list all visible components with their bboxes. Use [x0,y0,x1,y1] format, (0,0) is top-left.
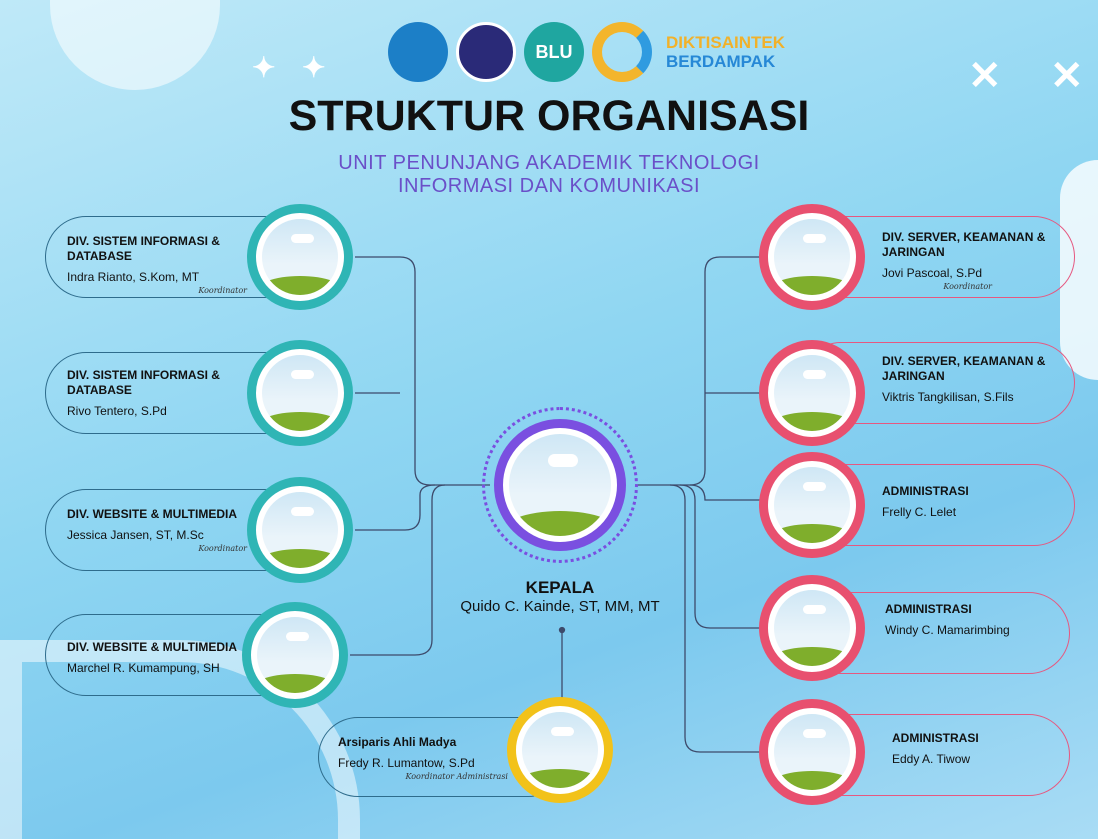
member-role: Koordinator [198,544,247,553]
division-label: ADMINISTRASI [882,484,969,498]
photo-placeholder [759,204,865,310]
member-role: Koordinator Administrasi [405,772,508,781]
member-name: Rivo Tentero, S.Pd [67,404,167,418]
subtitle-line1: UNIT PENUNJANG AKADEMIK TEKNOLOGI [338,152,760,174]
photo-placeholder [507,697,613,803]
division-label: DIV. SISTEM INFORMASI & DATABASE [67,234,220,263]
head-name: Quido C. Kainde, ST, MM, MT [460,598,660,615]
card-text: DIV. SERVER, KEAMANAN & JARINGAN Jovi Pas… [882,230,1052,291]
card-text: DIV. SISTEM INFORMASI & DATABASE Indra Ri… [67,234,247,295]
diktisaintek-logo [592,22,652,82]
dotted-ring [482,407,638,563]
photo-placeholder [247,340,353,446]
photo-placeholder [759,699,865,805]
member-name: Viktris Tangkilisan, S.Fils [882,390,1014,404]
photo-placeholder [242,602,348,708]
division-label: DIV. WEBSITE & MULTIMEDIA [67,640,238,654]
member-name: Marchel R. Kumampung, SH [67,661,220,675]
member-name: Jessica Jansen, ST, M.Sc [67,528,204,542]
division-label: DIV. SISTEM INFORMASI & DATABASE [67,368,220,397]
member-name: Indra Rianto, S.Kom, MT [67,270,200,284]
sparkle-icon: ✦ [252,52,276,83]
member-role: Koordinator [943,282,992,291]
card-text: DIV. WEBSITE & MULTIMEDIA Jessica Jansen,… [67,507,247,553]
page-title: STRUKTUR ORGANISASI [288,92,810,140]
head-title: KEPALA [525,578,595,597]
division-label: ADMINISTRASI [885,602,972,616]
unima-logo [456,22,516,82]
card-text: ADMINISTRASI Eddy A. Tiwow [892,731,1062,766]
tut-wuri-logo [388,22,448,82]
member-name: Eddy A. Tiwow [892,752,971,766]
division-label: DIV. SERVER, KEAMANAN & JARINGAN [882,354,1046,383]
brand-text: DIKTISAINTEK BERDAMPAK [666,33,785,71]
card-text: DIV. SISTEM INFORMASI & DATABASE Rivo Ten… [67,368,247,418]
division-label: ADMINISTRASI [892,731,979,745]
photo-placeholder [247,204,353,310]
page-subtitle: UNIT PENUNJANG AKADEMIK TEKNOLOGI INFORM… [0,152,1098,198]
card-text: ADMINISTRASI Frelly C. Lelet [882,484,1052,519]
member-role: Koordinator [198,286,247,295]
logo-bar: BLU DIKTISAINTEK BERDAMPAK [388,22,785,82]
photo-placeholder [247,477,353,583]
photo-placeholder [759,575,865,681]
member-name: Windy C. Mamarimbing [885,623,1010,637]
sparkle-icon: ✦ [302,52,326,83]
brand-line2: BERDAMPAK [666,52,776,71]
member-name: Jovi Pascoal, S.Pd [882,266,983,280]
photo-placeholder [759,340,865,446]
division-label: DIV. SERVER, KEAMANAN & JARINGAN [882,230,1046,259]
member-name: Fredy R. Lumantow, S.Pd [338,756,475,770]
member-name: Frelly C. Lelet [882,505,957,519]
division-label: Arsiparis Ahli Madya [338,735,457,749]
photo-placeholder [759,452,865,558]
subtitle-line2: INFORMASI DAN KOMUNIKASI [397,175,701,197]
card-text: DIV. WEBSITE & MULTIMEDIA Marchel R. Kuma… [67,640,247,675]
card-text: DIV. SERVER, KEAMANAN & JARINGAN Viktris … [882,354,1052,404]
cross-decor-icon: ✕ [1050,54,1084,98]
division-label: DIV. WEBSITE & MULTIMEDIA [67,507,238,521]
cross-decor-icon: ✕ [968,54,1002,98]
blu-logo: BLU [524,22,584,82]
card-text: ADMINISTRASI Windy C. Mamarimbing [885,602,1055,637]
photo-placeholder [494,419,626,551]
brand-line1: DIKTISAINTEK [666,33,785,52]
